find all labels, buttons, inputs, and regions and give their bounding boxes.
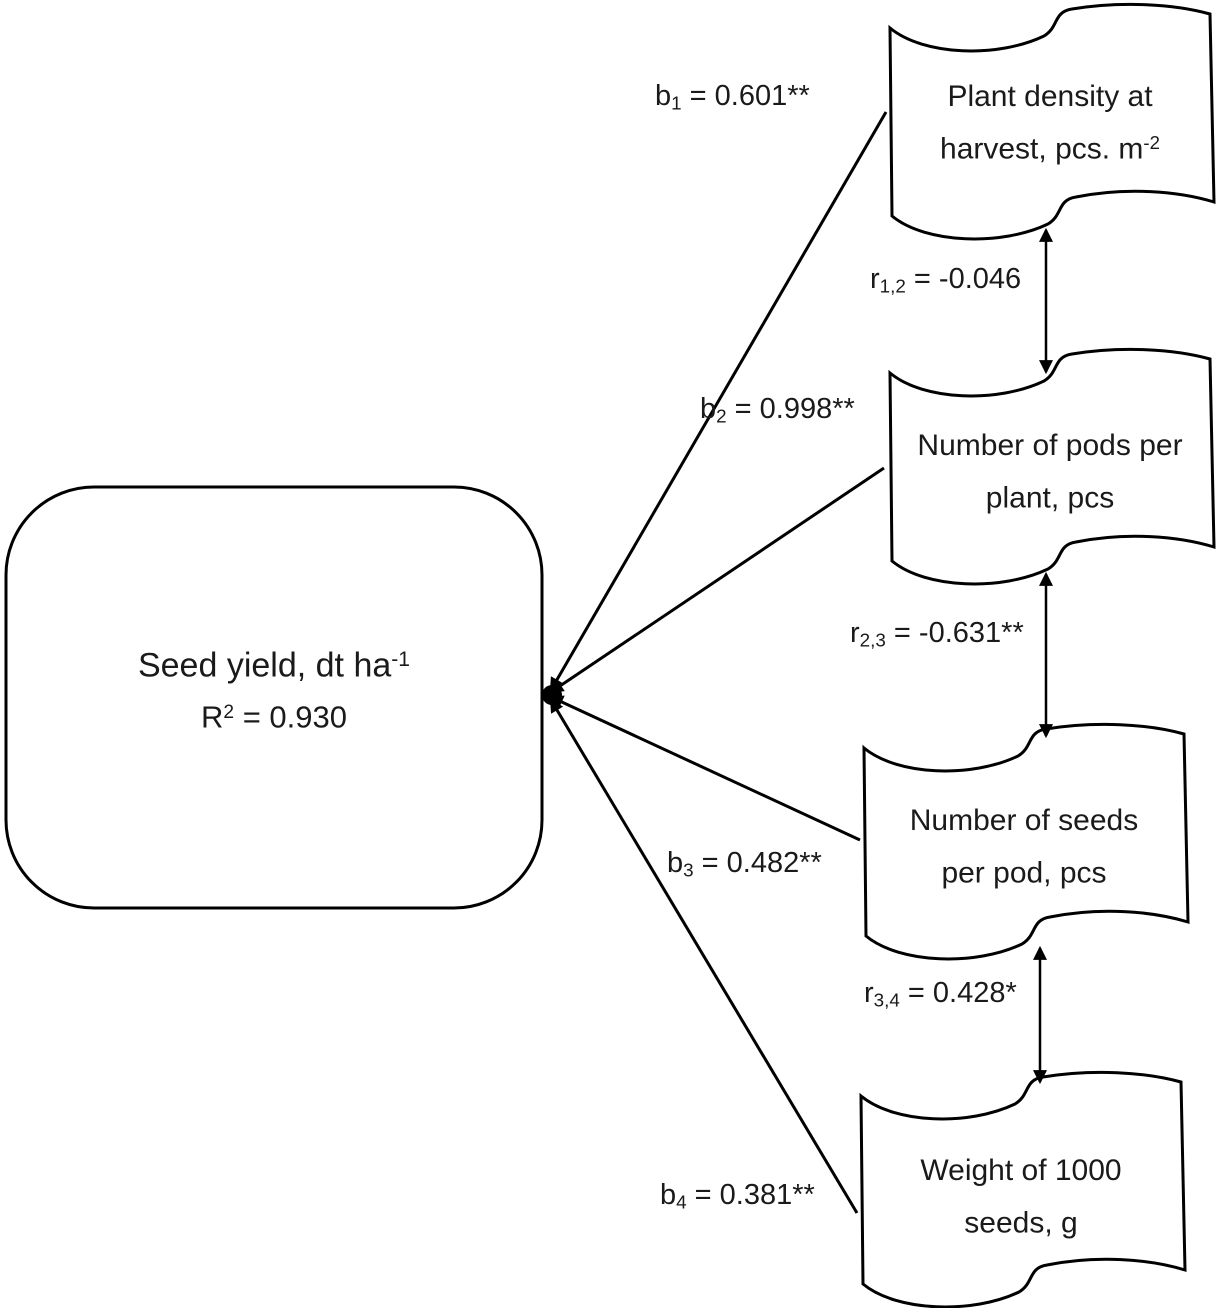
coef-sub: 3 <box>683 859 694 881</box>
corr-base: r <box>864 977 874 1009</box>
coefficient-label-b4: b4 = 0.381** <box>660 1179 815 1214</box>
corr-value: = -0.046 <box>905 263 1022 295</box>
factor-line2-text: harvest, pcs. m <box>940 132 1144 166</box>
corr-value: = 0.428* <box>899 977 1017 1009</box>
r2-base: R <box>201 699 224 735</box>
factor-line2: plant, pcs <box>884 469 1216 521</box>
factor-line2-text: per pod, pcs <box>941 856 1107 890</box>
path-line-b4 <box>549 698 859 1214</box>
arrow-convergence-blob <box>542 685 562 705</box>
dependent-node-r2: R2 = 0.930 <box>6 690 542 741</box>
correlation-label-r34: r3,4 = 0.428* <box>864 977 1017 1012</box>
factor-line2: per pod, pcs <box>858 844 1190 896</box>
coef-value: = 0.482** <box>693 847 822 879</box>
coefficient-label-b2: b2 = 0.998** <box>700 393 855 428</box>
correlation-label-r12: r1,2 = -0.046 <box>870 263 1021 298</box>
coef-base: b <box>655 80 672 112</box>
coef-value: = 0.998** <box>726 393 855 425</box>
factor-label-plant-density: Plant density at harvest, pcs. m-2 <box>884 74 1216 172</box>
factor-line2-text: plant, pcs <box>985 481 1115 515</box>
path-line-b3 <box>549 695 861 842</box>
factor-line1: Plant density at <box>947 80 1153 113</box>
factor-label-seeds-per-pod: Number of seeds per pod, pcs <box>858 798 1190 896</box>
coef-base: b <box>700 393 717 425</box>
corr-sub: 3,4 <box>873 989 900 1011</box>
path-line-b2 <box>549 466 885 694</box>
factor-line2-sup: -2 <box>1143 132 1160 153</box>
corr-base: r <box>870 263 880 295</box>
dependent-node-label: Seed yield, dt ha-1 R2 = 0.930 <box>6 636 542 740</box>
coef-value: = 0.381** <box>686 1179 815 1211</box>
factor-line1: Weight of 1000 <box>920 1154 1122 1187</box>
dependent-node-box <box>4 485 544 910</box>
factor-line1: Number of seeds <box>909 804 1139 837</box>
coef-sub: 4 <box>676 1191 687 1213</box>
factor-line2: harvest, pcs. m-2 <box>884 120 1216 172</box>
coefficient-label-b3: b3 = 0.482** <box>667 847 822 882</box>
corr-base: r <box>850 617 860 649</box>
factor-label-pods-per-plant: Number of pods per plant, pcs <box>884 423 1216 521</box>
corr-sub: 1,2 <box>879 275 906 297</box>
corr-value: = -0.631** <box>885 617 1024 649</box>
dependent-node-title: Seed yield, dt ha-1 <box>6 636 542 690</box>
corr-sub: 2,3 <box>859 629 886 651</box>
dependent-title-sup: -1 <box>391 648 411 671</box>
factor-line2: seeds, g <box>855 1194 1187 1246</box>
coef-sub: 2 <box>716 405 727 427</box>
factor-line2-text: seeds, g <box>964 1206 1078 1240</box>
factor-label-seed-weight: Weight of 1000 seeds, g <box>855 1148 1187 1246</box>
factor-line1: Number of pods per <box>917 429 1183 462</box>
coef-base: b <box>667 847 684 879</box>
path-line-b1 <box>549 111 888 692</box>
coef-value: = 0.601** <box>681 80 810 112</box>
coefficient-label-b1: b1 = 0.601** <box>655 80 810 115</box>
correlation-label-r23: r2,3 = -0.631** <box>850 617 1024 652</box>
r2-value: = 0.930 <box>234 699 347 735</box>
coef-base: b <box>660 1179 677 1211</box>
coef-sub: 1 <box>671 92 682 114</box>
dependent-title-text: Seed yield, dt ha <box>137 646 392 685</box>
r2-sup: 2 <box>223 701 235 723</box>
